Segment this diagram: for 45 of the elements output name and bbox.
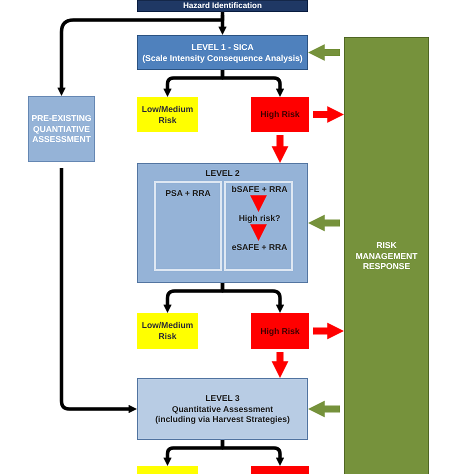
process-box (137, 378, 308, 440)
box-text: LEVEL 2 (204, 168, 241, 179)
box-text: High risk? (238, 212, 282, 225)
arrow (220, 70, 284, 98)
process-box (137, 35, 308, 70)
risk-box (251, 313, 309, 349)
response-bar (344, 37, 429, 474)
box-text: High Risk (259, 326, 301, 336)
empty-box (251, 466, 309, 474)
arrow (220, 283, 284, 314)
arrow (250, 224, 267, 242)
box-text: bSAFE + RRA (230, 183, 288, 196)
arrow (272, 135, 288, 164)
box-text: Quantitative Assessment (170, 404, 274, 414)
arrow (250, 195, 267, 212)
box-text: Low/Medium Risk (140, 320, 194, 342)
box-text: High Risk (259, 109, 301, 120)
box-text: (Scale Intensity Consequence Analysis) (141, 52, 304, 64)
arrow (220, 440, 284, 466)
process-box (137, 163, 308, 283)
hazard-box (137, 0, 308, 12)
risk-box (137, 97, 198, 132)
box-heading: LEVEL 1 - SICA (190, 42, 255, 52)
box-text: PRE-EXISTING QUANTIATIVE ASSESSMENT (30, 113, 92, 145)
process-box (28, 96, 95, 162)
arrow (60, 168, 138, 414)
box-text: PSA + RRA (164, 187, 212, 200)
box-text: (including via Harvest Strategies) (154, 414, 291, 425)
box-heading: LEVEL 3 (204, 393, 241, 404)
empty-box (224, 181, 293, 271)
arrow (308, 214, 340, 232)
box-text: Low/Medium Risk (140, 104, 194, 126)
empty-box (137, 466, 198, 474)
arrow (313, 106, 344, 123)
risk-box (251, 97, 309, 132)
arrow (57, 12, 224, 96)
arrow (313, 322, 344, 340)
arrow (272, 352, 288, 378)
risk-box (137, 313, 198, 349)
response-label: RISK MANAGEMENT RESPONSE (354, 240, 418, 272)
box-text: Hazard Identification (182, 2, 263, 10)
arrow (308, 400, 340, 418)
arrow (308, 44, 340, 61)
panel (154, 181, 222, 271)
box-text: eSAFE + RRA (230, 241, 288, 254)
